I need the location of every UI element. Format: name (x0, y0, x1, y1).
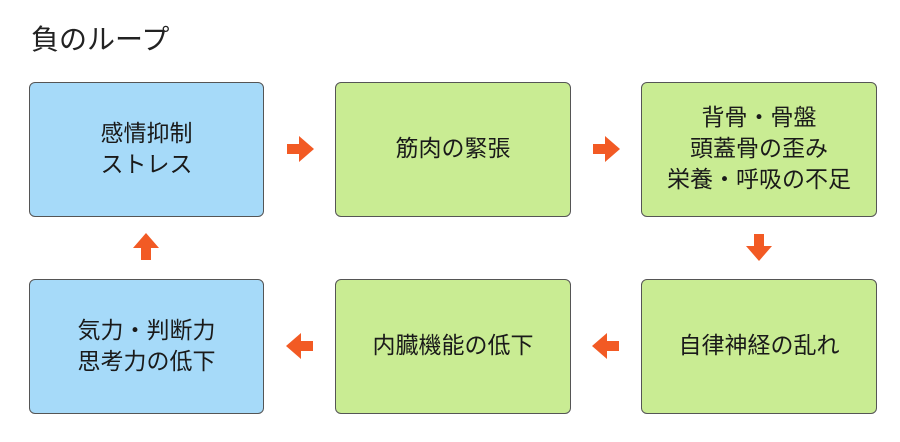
box-autonomic-disorder: 自律神経の乱れ (641, 279, 877, 414)
box-organ-decline: 内臓機能の低下 (335, 279, 571, 414)
box-line: 気力・判断力 (77, 317, 216, 344)
box-line: 内臓機能の低下 (372, 333, 534, 359)
box-line: 栄養・呼吸の不足 (667, 167, 851, 193)
box-spine-distortion: 背骨・骨盤 頭蓋骨の歪み 栄養・呼吸の不足 (641, 82, 877, 217)
box-line: 感情抑制 (100, 120, 193, 147)
box-emotional-suppression: 感情抑制 ストレス (29, 82, 264, 217)
box-line: 自律神経の乱れ (678, 333, 840, 359)
right-arrow-icon (589, 132, 623, 166)
box-line: 思考力の低下 (77, 348, 216, 375)
box-line: ストレス (100, 151, 193, 178)
left-arrow-icon (589, 329, 623, 363)
diagram-title: 負のループ (31, 23, 170, 56)
right-arrow-icon (283, 132, 317, 166)
box-muscle-tension: 筋肉の緊張 (335, 82, 571, 217)
box-line: 頭蓋骨の歪み (690, 136, 828, 162)
box-line: 背骨・骨盤 (701, 105, 817, 131)
down-arrow-icon (742, 230, 776, 264)
left-arrow-icon (283, 329, 317, 363)
box-energy-decline: 気力・判断力 思考力の低下 (29, 279, 264, 414)
up-arrow-icon (129, 230, 163, 264)
box-line: 筋肉の緊張 (395, 136, 511, 162)
